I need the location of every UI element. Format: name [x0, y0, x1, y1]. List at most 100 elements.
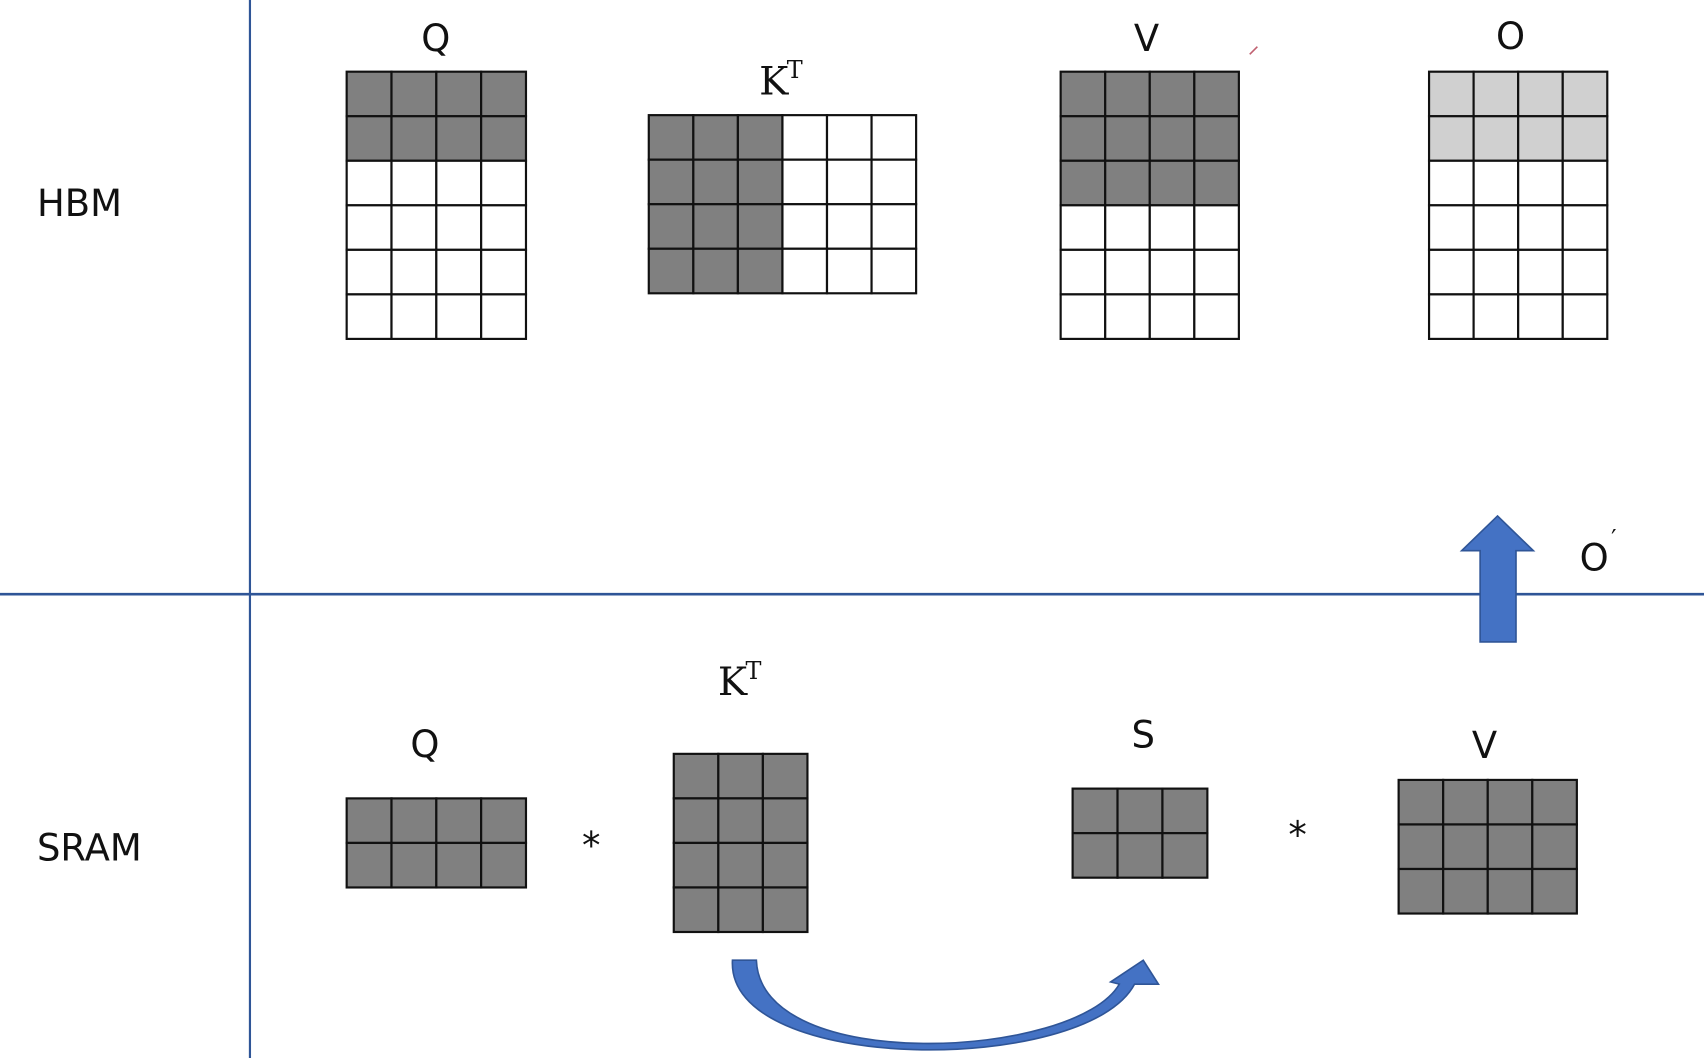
- matrix-cell: [390, 204, 438, 251]
- matrix-cell: [480, 797, 528, 845]
- hbm-o-matrix: [1427, 70, 1609, 340]
- sram-s-matrix: [1071, 787, 1209, 879]
- matrix-cell: [672, 841, 720, 889]
- sram-v-label: V: [1472, 724, 1497, 767]
- matrix-cell: [1517, 70, 1564, 118]
- matrix-cell: [717, 841, 764, 889]
- matrix-cell: [435, 70, 483, 118]
- hbm-o-label: O: [1496, 15, 1525, 58]
- matrix-cell: [647, 158, 695, 206]
- matrix-cell: [692, 158, 739, 206]
- matrix-cell: [1517, 293, 1564, 340]
- matrix-cell: [1472, 70, 1520, 118]
- matrix-cell: [1531, 823, 1578, 871]
- matrix-cell: [345, 841, 393, 889]
- matrix-cell: [825, 203, 873, 250]
- matrix-cell: [1517, 115, 1564, 162]
- matrix-cell: [345, 115, 393, 162]
- matrix-cell: [1104, 115, 1151, 162]
- matrix-cell: [1193, 204, 1240, 251]
- matrix-cell: [345, 204, 393, 251]
- matrix-cell: [781, 247, 829, 295]
- matrix-cell: [1148, 70, 1196, 118]
- matrix-cell: [1531, 778, 1578, 826]
- matrix-cell: [390, 70, 438, 118]
- matrix-cell: [736, 203, 784, 250]
- matrix-cell: [717, 752, 764, 800]
- matrix-cell: [1116, 787, 1164, 835]
- matrix-cell: [480, 293, 528, 340]
- matrix-cell: [825, 247, 873, 295]
- sram-q-matrix: [345, 797, 528, 889]
- matrix-cell: [761, 886, 809, 934]
- matrix-cell: [1486, 778, 1534, 826]
- o-prime-label: O: [1580, 536, 1609, 579]
- matrix-cell: [345, 293, 393, 340]
- matrix-cell: [647, 247, 695, 295]
- matrix-cell: [1104, 204, 1151, 251]
- matrix-cell: [1472, 159, 1520, 207]
- matrix-cell: [390, 159, 438, 207]
- matrix-cell: [435, 204, 483, 251]
- matrix-cell: [1148, 248, 1196, 296]
- matrix-cell: [1442, 778, 1489, 826]
- matrix-cell: [435, 248, 483, 296]
- matrix-cell: [692, 203, 739, 250]
- multiply-operator-2: *: [1288, 813, 1306, 856]
- matrix-cell: [717, 797, 764, 845]
- matrix-cell: [435, 115, 483, 162]
- matrix-cell: [1148, 115, 1196, 162]
- matrix-cell: [1472, 204, 1520, 251]
- matrix-cell: [1059, 159, 1107, 207]
- matrix-cell: [390, 841, 438, 889]
- sram-kt-sup: T: [746, 657, 762, 685]
- matrix-cell: [781, 158, 829, 206]
- matrix-cell: [435, 293, 483, 340]
- matrix-cell: [1071, 832, 1119, 879]
- matrix-cell: [1561, 70, 1609, 118]
- matrix-cell: [692, 114, 739, 161]
- matrix-cell: [647, 114, 695, 161]
- matrix-cell: [736, 114, 784, 161]
- matrix-cell: [345, 70, 393, 118]
- matrix-cell: [1486, 823, 1534, 871]
- matrix-cell: [1397, 823, 1445, 871]
- matrix-cell: [1193, 293, 1240, 340]
- matrix-cell: [1161, 787, 1209, 835]
- matrix-cell: [1427, 115, 1475, 162]
- matrix-cell: [1517, 159, 1564, 207]
- matrix-cell: [480, 204, 528, 251]
- matrix-cell: [480, 841, 528, 889]
- matrix-cell: [1071, 787, 1119, 835]
- matrix-cell: [1104, 70, 1151, 118]
- matrix-cell: [781, 203, 829, 250]
- matrix-cell: [736, 158, 784, 206]
- matrix-cell: [1104, 293, 1151, 340]
- up-arrow-icon: [1459, 514, 1536, 643]
- matrix-cell: [435, 159, 483, 207]
- matrix-cell: [825, 158, 873, 206]
- matrix-cell: [870, 158, 918, 206]
- matrix-cell: [761, 797, 809, 845]
- matrix-cell: [672, 797, 720, 845]
- matrix-cell: [1427, 293, 1475, 340]
- o-prime-mark: ′: [1611, 524, 1616, 552]
- matrix-cell: [672, 752, 720, 800]
- matrix-cell: [1561, 293, 1609, 340]
- matrix-cell: [1561, 115, 1609, 162]
- matrix-cell: [1397, 778, 1445, 826]
- matrix-cell: [1397, 867, 1445, 915]
- matrix-cell: [390, 248, 438, 296]
- multiply-operator-1: *: [582, 824, 600, 867]
- matrix-cell: [1059, 248, 1107, 296]
- matrix-cell: [1561, 204, 1609, 251]
- hbm-q-matrix: [345, 70, 528, 340]
- matrix-cell: [1561, 248, 1609, 296]
- matrix-cell: [480, 248, 528, 296]
- matrix-cell: [480, 115, 528, 162]
- matrix-cell: [1148, 204, 1196, 251]
- matrix-cell: [480, 70, 528, 118]
- sram-s-label: S: [1132, 713, 1155, 756]
- matrix-cell: [870, 203, 918, 250]
